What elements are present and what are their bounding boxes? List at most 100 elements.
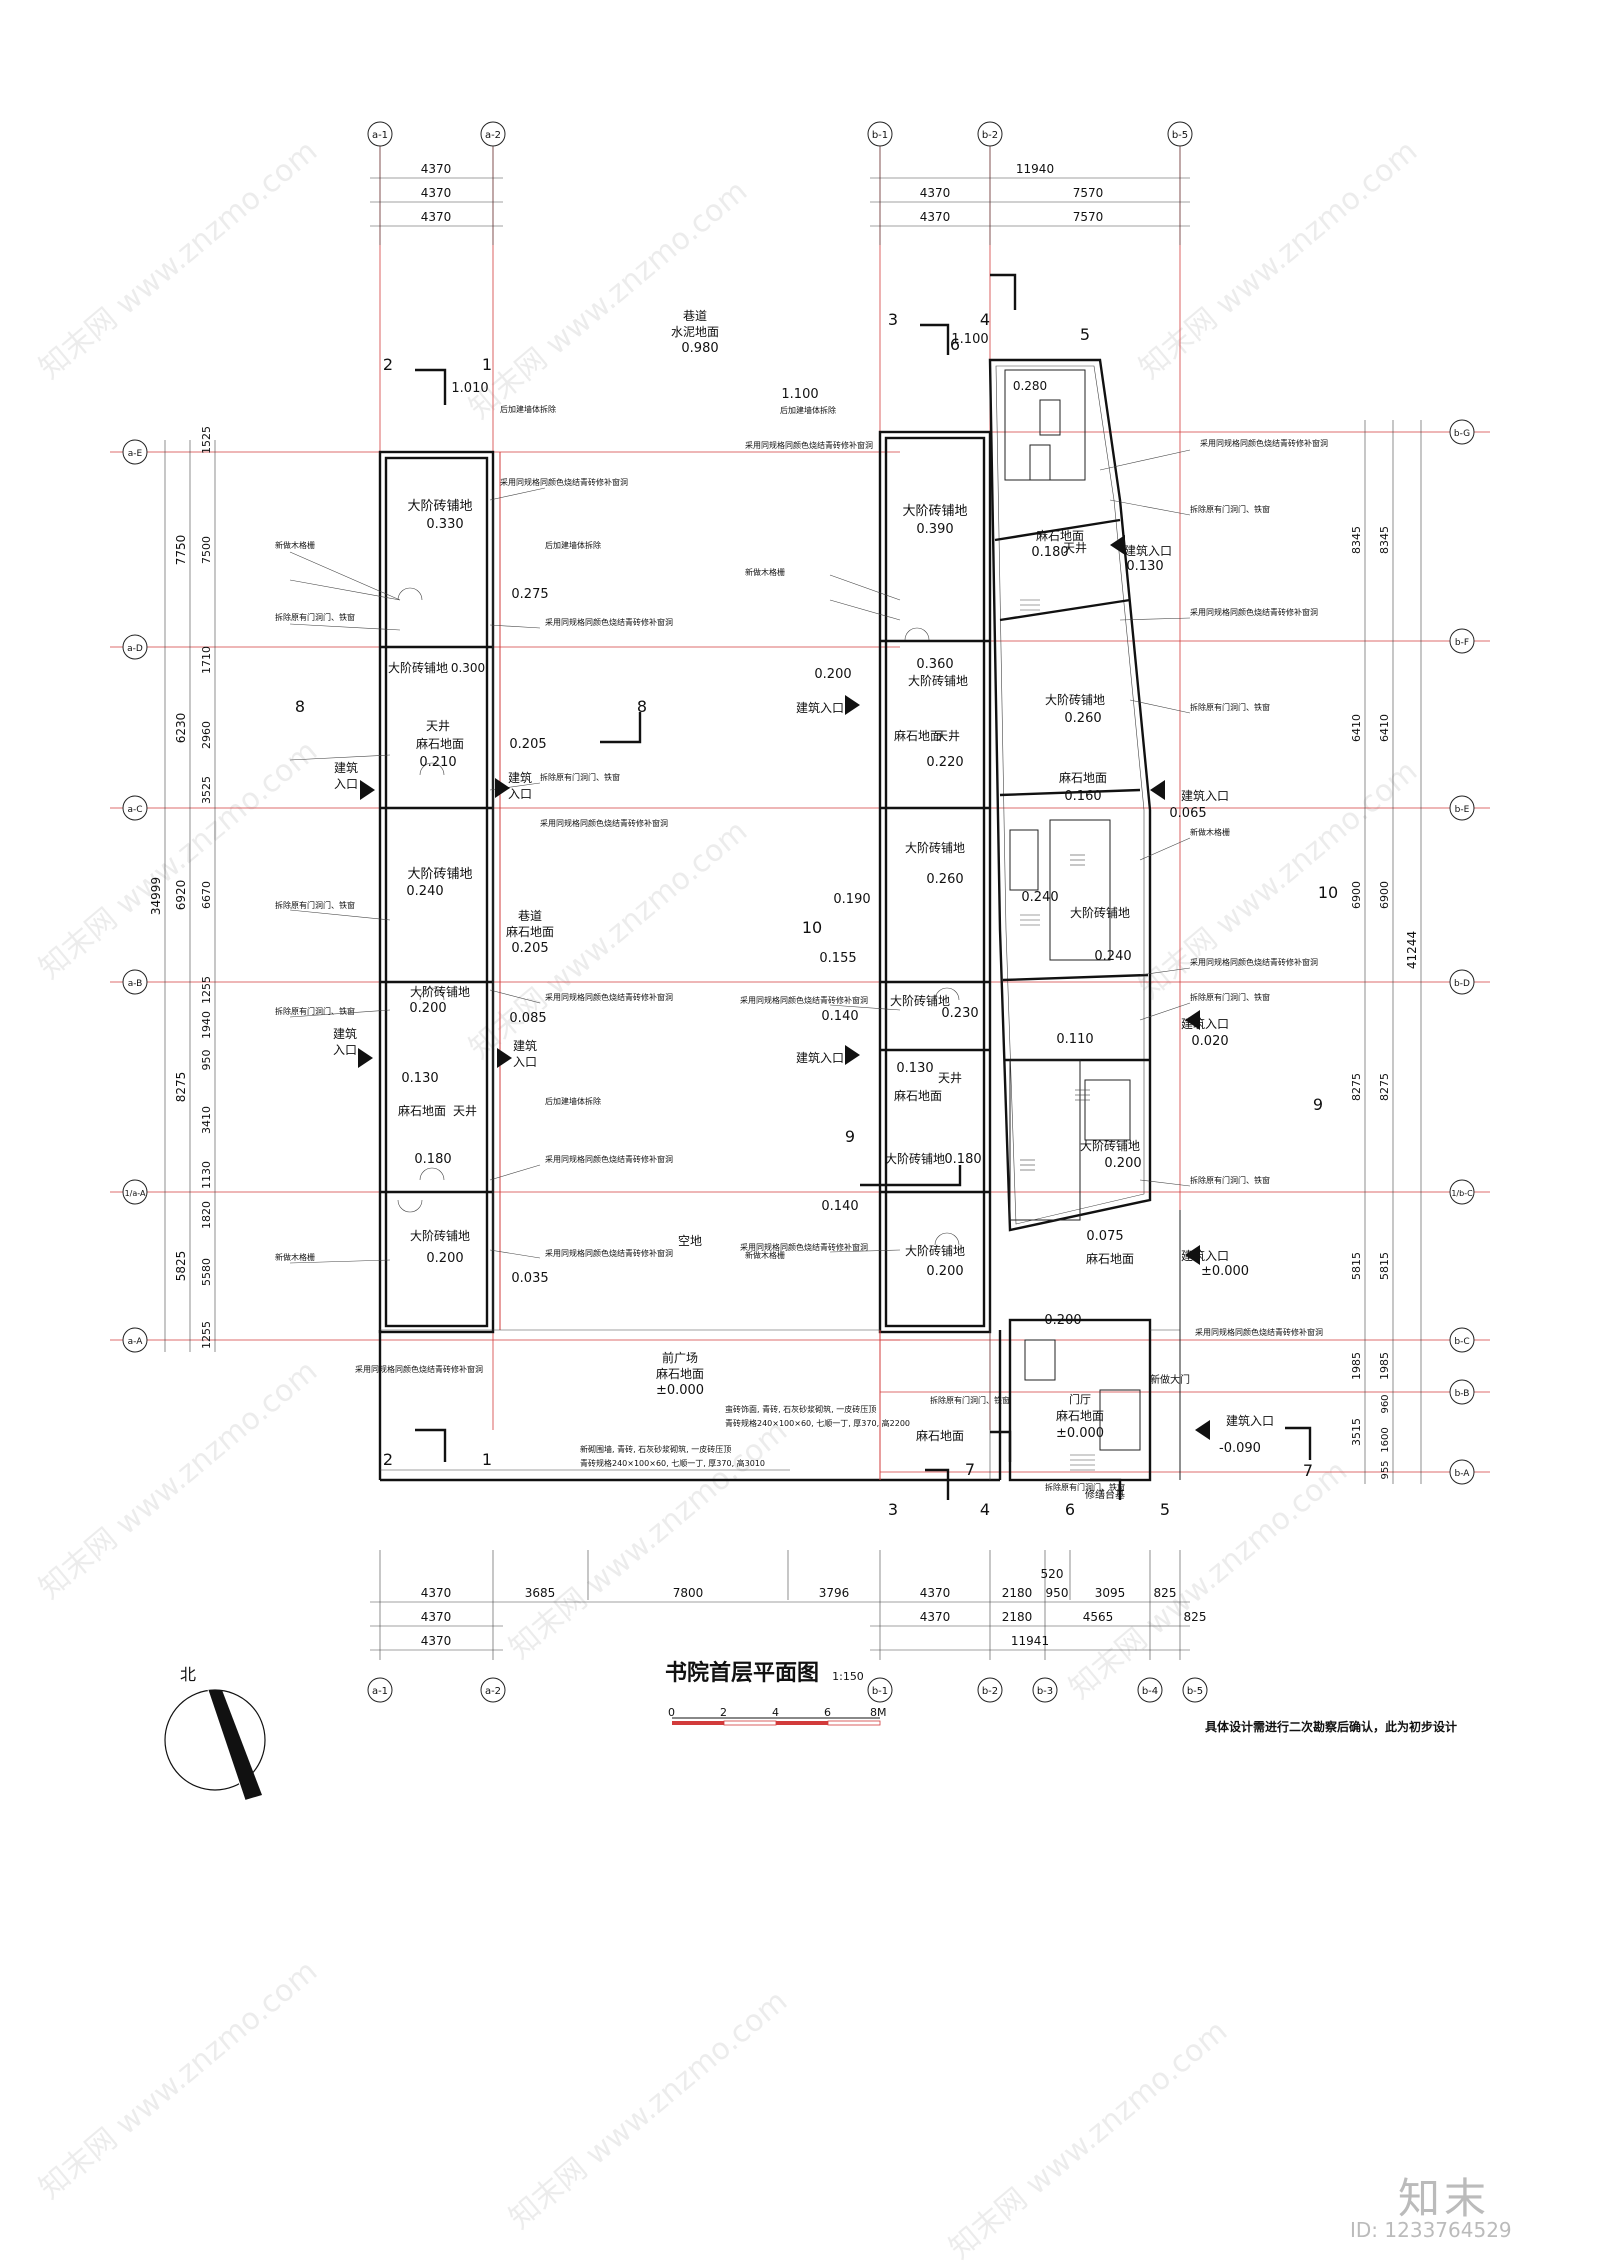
note-text: 青砖规格240×100×60, 七顺一丁, 厚370, 高3010	[580, 1458, 765, 1468]
axis-label: b-A	[1455, 1469, 1471, 1479]
site-boundary	[378, 1210, 1181, 1482]
room-elev: 0.390	[916, 522, 953, 537]
note-text: 新做木格栅	[1190, 827, 1230, 837]
section-number: 9	[845, 1127, 855, 1146]
note-text: 采用同规格同颜色烧结青砖修补窗洞	[740, 995, 868, 1005]
note-text: 拆除原有门洞门、铁窗	[1190, 1175, 1270, 1185]
watermark-text: 知末网 www.znzmo.com	[33, 734, 324, 986]
annotation-notes: 后加建墙体拆除 采用同规格同颜色烧结青砖修补窗洞 采用同规格同颜色烧结青砖修补窗…	[275, 404, 1328, 1492]
room-name: 天井	[938, 1071, 962, 1085]
dim-text: 3525	[200, 776, 213, 804]
room-elev: 0.200	[426, 1251, 463, 1266]
building-c	[988, 358, 1152, 1482]
room-name: 天井	[426, 719, 450, 733]
room-elev: 0.130	[401, 1071, 438, 1086]
dim-text: 4370	[421, 1610, 452, 1624]
dim-text: 4370	[421, 186, 452, 200]
right-axis-bubbles: b-G b-F b-E b-D 1/b-C b-C b-B b-A	[1449, 419, 1475, 1485]
elev-label: 0.130	[1126, 559, 1163, 574]
dim-text: 4565	[1083, 1610, 1114, 1624]
note-text: 拆除原有门洞门、铁窗	[1190, 504, 1270, 514]
section-number: 2	[383, 1450, 393, 1469]
entry-label: 建筑入口	[796, 1050, 844, 1065]
note-text: 后加建墙体拆除	[500, 404, 556, 414]
axis-label: a-1	[372, 130, 388, 141]
dim-text: 1255	[200, 1321, 213, 1349]
note-text: 新做木格栅	[275, 540, 315, 550]
room-name: 天井	[453, 1104, 477, 1118]
room-elev: 0.200	[1104, 1156, 1141, 1171]
left-dimensions: 34999 7750 6230 6920 8275 5825 1525 7500…	[149, 426, 216, 1352]
entry-arrows	[358, 535, 1210, 1440]
image-id: ID: 1233764529	[1350, 2218, 1512, 2242]
note-text: 拆除原有门洞门、铁窗	[1045, 1482, 1125, 1492]
dim-text: 5825	[174, 1251, 188, 1282]
dim-text: 6900	[1378, 881, 1391, 909]
elev-label: 0.180	[414, 1152, 451, 1167]
dim-text: 4370	[920, 1610, 951, 1624]
room-name: 大阶砖铺地	[410, 984, 470, 999]
room-elev: 0.200	[926, 1264, 963, 1279]
dim-text: 3410	[200, 1106, 213, 1134]
entry-label: 建筑	[334, 760, 358, 775]
section-number: 4	[980, 310, 990, 329]
axis-label: b-2	[982, 1686, 998, 1697]
room-name: 麻石地面	[416, 736, 464, 751]
dim-text: 1710	[200, 646, 213, 674]
entry-label: 建筑入口	[796, 700, 844, 715]
section-markers: 2 1 2 1 3 4 3 4 6 5 6 5 7 7 8 8 9 9 10 1…	[295, 273, 1338, 1519]
watermarks: 知末网 www.znzmo.com 知末网 www.znzmo.com 知末网 …	[33, 134, 1424, 2262]
main-gate-label: 新做大门	[1150, 1373, 1190, 1386]
note-text: 后加建墙体拆除	[545, 1096, 601, 1106]
room-elev: 0.240	[406, 884, 443, 899]
axis-label: 1/a-A	[125, 1189, 146, 1198]
dim-text: 4370	[920, 210, 951, 224]
elev-label: 0.200	[1044, 1313, 1081, 1328]
section-number: 2	[383, 355, 393, 374]
dim-text: 1940	[200, 1011, 213, 1039]
entry-label: 建筑入口	[1181, 788, 1229, 803]
plaza-floor-label: 麻石地面	[656, 1366, 704, 1381]
section-number: 5	[1080, 325, 1090, 344]
dim-text: 1130	[200, 1161, 213, 1189]
axis-label: b-3	[1037, 1686, 1053, 1697]
scale-tick: 2	[720, 1706, 727, 1719]
section-number: 4	[980, 1500, 990, 1519]
dim-text: 11940	[1016, 162, 1054, 176]
axis-label: a-2	[485, 1686, 501, 1697]
room-elev: 0.360	[916, 657, 953, 672]
note-text: 采用同规格同颜色烧结青砖修补窗洞	[545, 1154, 673, 1164]
elev-label: ±0.000	[1201, 1264, 1249, 1279]
watermark-text: 知末网 www.znzmo.com	[943, 2014, 1234, 2262]
room-name: 麻石地面	[1059, 770, 1107, 785]
note-text: 采用同规格同颜色烧结青砖修补窗洞	[1190, 957, 1318, 967]
dim-text: 6230	[174, 713, 188, 744]
elev-label: 0.130	[896, 1061, 933, 1076]
dim-text: 1255	[200, 976, 213, 1004]
dim-text: 7800	[673, 1586, 704, 1600]
room-elev: 0.220	[926, 755, 963, 770]
room-elev: 0.210	[419, 755, 456, 770]
scale-tick: 8M	[870, 1706, 887, 1719]
lane-label: 巷道	[518, 909, 542, 923]
watermark-text: 知末网 www.znzmo.com	[503, 1984, 794, 2236]
section-number: 8	[637, 697, 647, 716]
note-text: 采用同规格同颜色烧结青砖修补窗洞	[545, 1248, 673, 1258]
watermark-text: 知末网 www.znzmo.com	[463, 814, 754, 1066]
cement-label: 水泥地面	[671, 325, 719, 339]
elev-label: 0.065	[1169, 806, 1206, 821]
room-name: 麻石地面	[894, 1088, 942, 1103]
dim-text: 4370	[421, 1634, 452, 1648]
building-b	[878, 430, 992, 1334]
note-text: 新做木格栅	[745, 567, 785, 577]
title-block: 书院首层平面图 1:150	[665, 1655, 864, 1687]
note-text: 蛮砖饰面, 青砖, 石灰砂浆砌筑, 一皮砖压顶	[725, 1404, 876, 1414]
section-number: 6	[950, 335, 960, 354]
elev-label: 0.140	[821, 1199, 858, 1214]
plan-title: 书院首层平面图	[665, 1661, 820, 1686]
watermark-text: 知末网 www.znzmo.com	[1133, 134, 1424, 386]
lane-label: 巷道	[683, 309, 707, 323]
room-name: 麻石地面	[1086, 1251, 1134, 1266]
axis-label: b-E	[1455, 805, 1470, 815]
dim-text: 6410	[1350, 714, 1363, 742]
